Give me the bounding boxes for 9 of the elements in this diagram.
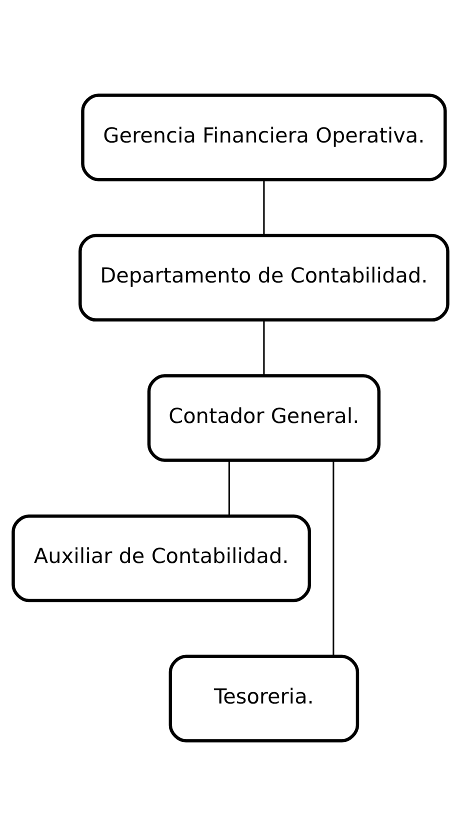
- connector: [332, 460, 334, 656]
- connector: [263, 180, 265, 236]
- node-box: Tesoreria.: [168, 654, 360, 742]
- node-box: Contador General.: [147, 374, 381, 462]
- node-box: Gerencia Financiera Operativa.: [81, 94, 447, 182]
- connector: [228, 460, 230, 516]
- node-box: Departamento de Contabilidad.: [78, 234, 450, 322]
- node-box: Auxiliar de Contabilidad.: [12, 514, 312, 602]
- connector: [263, 320, 265, 376]
